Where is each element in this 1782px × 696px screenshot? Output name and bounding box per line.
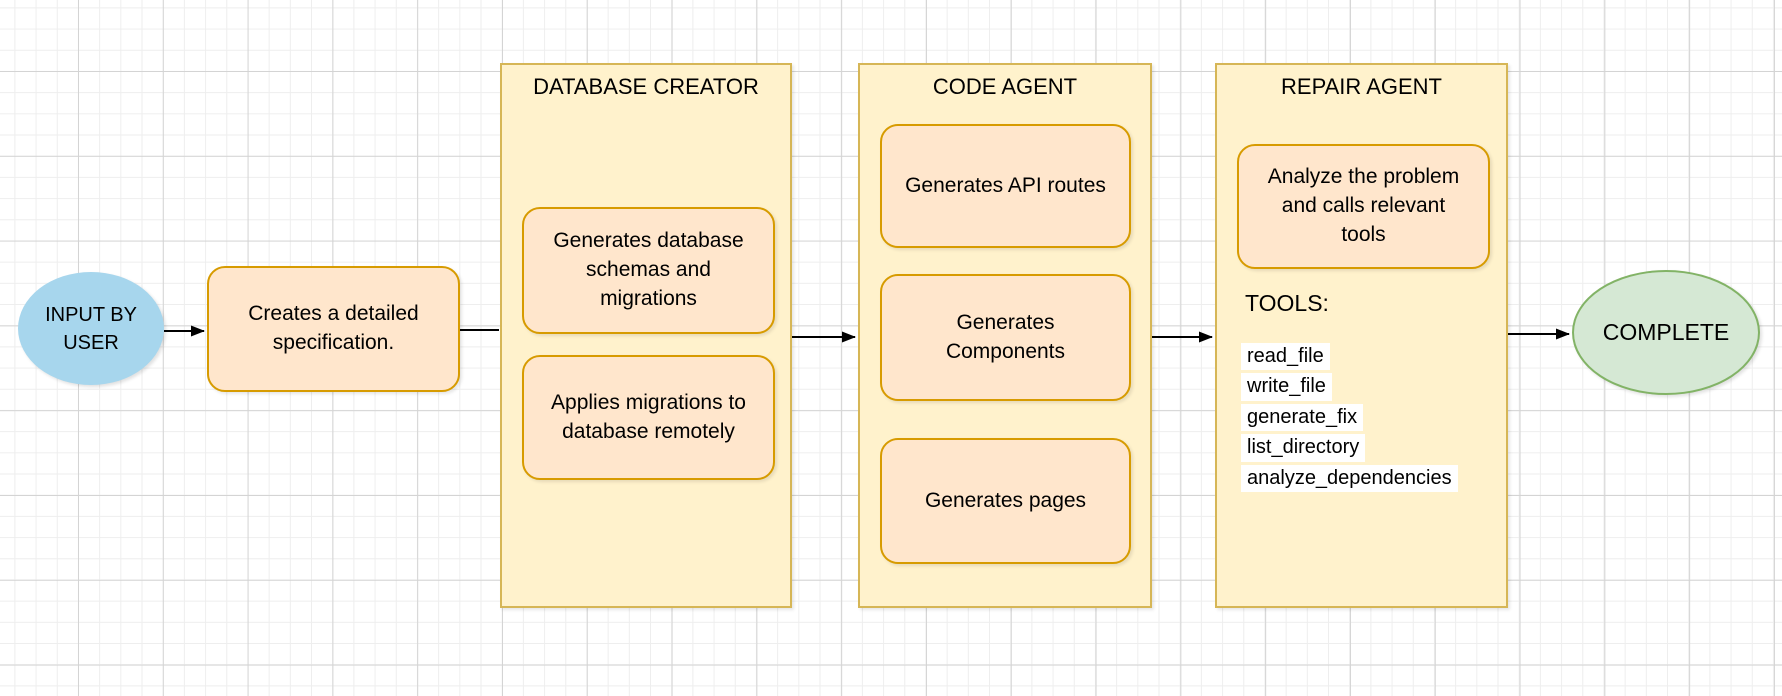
tool-analyze-dependencies: analyze_dependencies (1241, 464, 1458, 492)
code-agent-title: CODE AGENT (932, 74, 1078, 99)
step-analyze-problem-call-tools: Analyze the problem and calls relevant t… (1237, 144, 1490, 269)
step-generates-database-schemas: Generates database schemas and migration… (522, 207, 775, 334)
tool-generate-fix: generate_fix (1241, 403, 1364, 432)
start-node-input-by-user: INPUT BY USER (18, 272, 164, 385)
end-node-complete: COMPLETE (1572, 270, 1760, 395)
tools-list: read_file write_file generate_fix list_d… (1241, 343, 1458, 495)
repair-agent-container: REPAIR AGENT Analyze the problem and cal… (1215, 63, 1508, 608)
step-generates-components: Generates Components (880, 274, 1131, 401)
repair-agent-title: REPAIR AGENT (1281, 74, 1442, 99)
tool-write-file: write_file (1241, 373, 1332, 401)
tool-list-directory: list_directory (1241, 434, 1366, 462)
step-generates-api-routes: Generates API routes (880, 124, 1131, 248)
code-agent-container: CODE AGENT Generates API routes Generate… (858, 63, 1152, 608)
step-generates-pages: Generates pages (880, 438, 1131, 564)
step-applies-migrations: Applies migrations to database remotely (522, 355, 775, 480)
database-creator-container: DATABASE CREATOR Generates database sche… (500, 63, 792, 608)
database-creator-title: DATABASE CREATOR (533, 74, 759, 99)
tools-label: TOOLS: (1245, 290, 1329, 316)
tool-read-file: read_file (1241, 343, 1330, 371)
step-creates-detailed-specification: Creates a detailed specification. (207, 266, 460, 392)
